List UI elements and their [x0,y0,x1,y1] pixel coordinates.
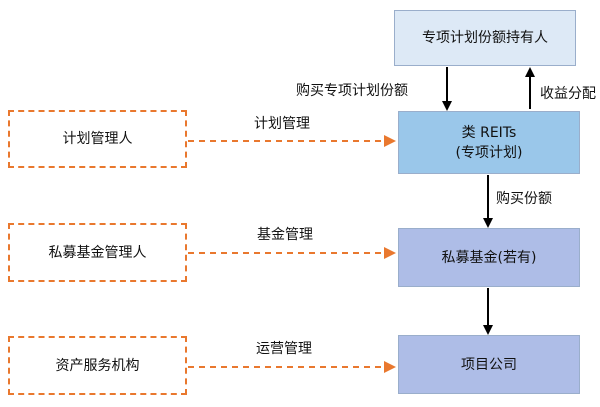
node-plan-unit-holder-label: 专项计划份额持有人 [422,30,548,46]
edge-label-operation-management: 运营管理 [256,341,312,357]
edge-label-income-distribution: 收益分配 [540,86,596,102]
node-plan-manager: 计划管理人 [8,110,187,168]
node-project-company-label: 项目公司 [461,356,517,373]
node-plan-manager-label: 计划管理人 [62,131,133,147]
node-private-fund: 私募基金(若有) [398,228,580,287]
edge-label-buy-plan-units: 购买专项计划份额 [296,83,408,99]
node-reits-label-line1: 类 REITs [461,124,517,141]
node-reits-special-plan: 类 REITs (专项计划) [398,111,580,174]
node-asset-service-agency: 资产服务机构 [8,336,187,395]
node-fund-manager-label: 私募基金管理人 [48,244,147,261]
node-private-fund-label: 私募基金(若有) [441,249,537,266]
node-reits-label-line2: (专项计划) [455,144,523,161]
edge-label-fund-management: 基金管理 [257,227,313,243]
node-fund-manager: 私募基金管理人 [8,223,187,282]
edge-label-buy-shares: 购买份额 [496,191,552,207]
node-project-company: 项目公司 [398,335,580,394]
node-plan-unit-holder: 专项计划份额持有人 [394,10,576,66]
node-asset-service-agency-label: 资产服务机构 [55,357,140,374]
edge-label-plan-management: 计划管理 [254,116,310,132]
